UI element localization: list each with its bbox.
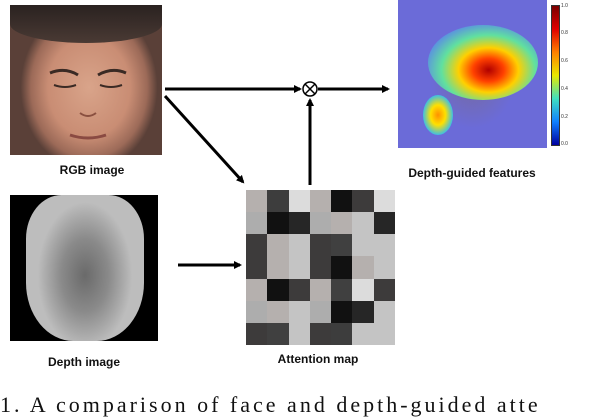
attention-cell <box>288 300 310 323</box>
arrows-layer <box>163 81 390 269</box>
attention-cell <box>288 278 310 301</box>
attention-cell <box>331 300 353 323</box>
attention-cell <box>267 190 289 213</box>
depth-image-label: Depth image <box>47 355 121 369</box>
attention-cell <box>331 234 353 257</box>
attention-cell <box>352 300 374 323</box>
depth-guided-features-heatmap <box>398 0 547 148</box>
attention-map-label: Attention map <box>277 352 359 366</box>
attention-cell <box>331 212 353 235</box>
arrow-rgb-to-attention <box>163 94 245 184</box>
attention-cell <box>267 212 289 235</box>
attention-cell <box>373 278 395 301</box>
attention-cell <box>267 300 289 323</box>
attention-cell <box>288 212 310 235</box>
attention-cell <box>373 300 395 323</box>
attention-cell <box>267 278 289 301</box>
rgb-image-label: RGB image <box>59 163 125 177</box>
attention-cell <box>267 256 289 279</box>
attention-cell <box>373 256 395 279</box>
figure-caption: 1. A comparison of face and depth-guided… <box>0 392 541 417</box>
attention-cell <box>309 300 332 323</box>
attention-cell <box>352 256 374 279</box>
depth-guided-features-label: Depth-guided features <box>408 166 536 180</box>
attention-cell <box>373 212 395 235</box>
attention-cell <box>309 212 332 235</box>
attention-cell <box>331 322 353 345</box>
attention-cell <box>331 190 353 213</box>
attention-cell <box>246 322 268 345</box>
colorbar-tick: 0.8 <box>561 30 568 36</box>
hair <box>10 5 162 43</box>
attention-cell <box>288 234 310 257</box>
colorbar-tick: 0.4 <box>561 86 568 92</box>
otimes-icon <box>302 81 318 97</box>
attention-cell <box>373 190 395 213</box>
colorbar-tick: 0.6 <box>561 58 568 64</box>
attention-cell <box>352 234 374 257</box>
colorbar <box>551 5 560 146</box>
colorbar-tick: 0.0 <box>561 141 568 147</box>
attention-cell <box>352 190 374 213</box>
attention-cell <box>309 190 332 213</box>
attention-cell <box>309 234 332 257</box>
depth-face <box>26 195 144 341</box>
attention-cell <box>288 322 310 345</box>
attention-cell <box>246 300 268 323</box>
attention-cell <box>267 234 289 257</box>
rgb-image <box>10 5 162 155</box>
attention-cell <box>246 212 268 235</box>
depth-image <box>10 195 158 341</box>
attention-cell <box>352 212 374 235</box>
attention-cell <box>309 256 332 279</box>
face-features <box>49 68 127 140</box>
attention-cell <box>331 278 353 301</box>
attention-cell <box>352 278 374 301</box>
attention-cell <box>373 322 395 345</box>
attention-cell <box>288 190 310 213</box>
attention-cell <box>246 234 268 257</box>
attention-cell <box>246 190 268 213</box>
attention-cell <box>246 278 268 301</box>
colorbar-tick: 1.0 <box>561 3 568 9</box>
attention-cell <box>246 256 268 279</box>
colorbar-tick: 0.2 <box>561 114 568 120</box>
attention-cell <box>373 234 395 257</box>
attention-cell <box>352 322 374 345</box>
attention-cell <box>309 278 332 301</box>
attention-cell <box>331 256 353 279</box>
attention-cell <box>309 322 332 345</box>
attention-map <box>246 190 395 345</box>
attention-cell <box>267 322 289 345</box>
attention-cell <box>288 256 310 279</box>
